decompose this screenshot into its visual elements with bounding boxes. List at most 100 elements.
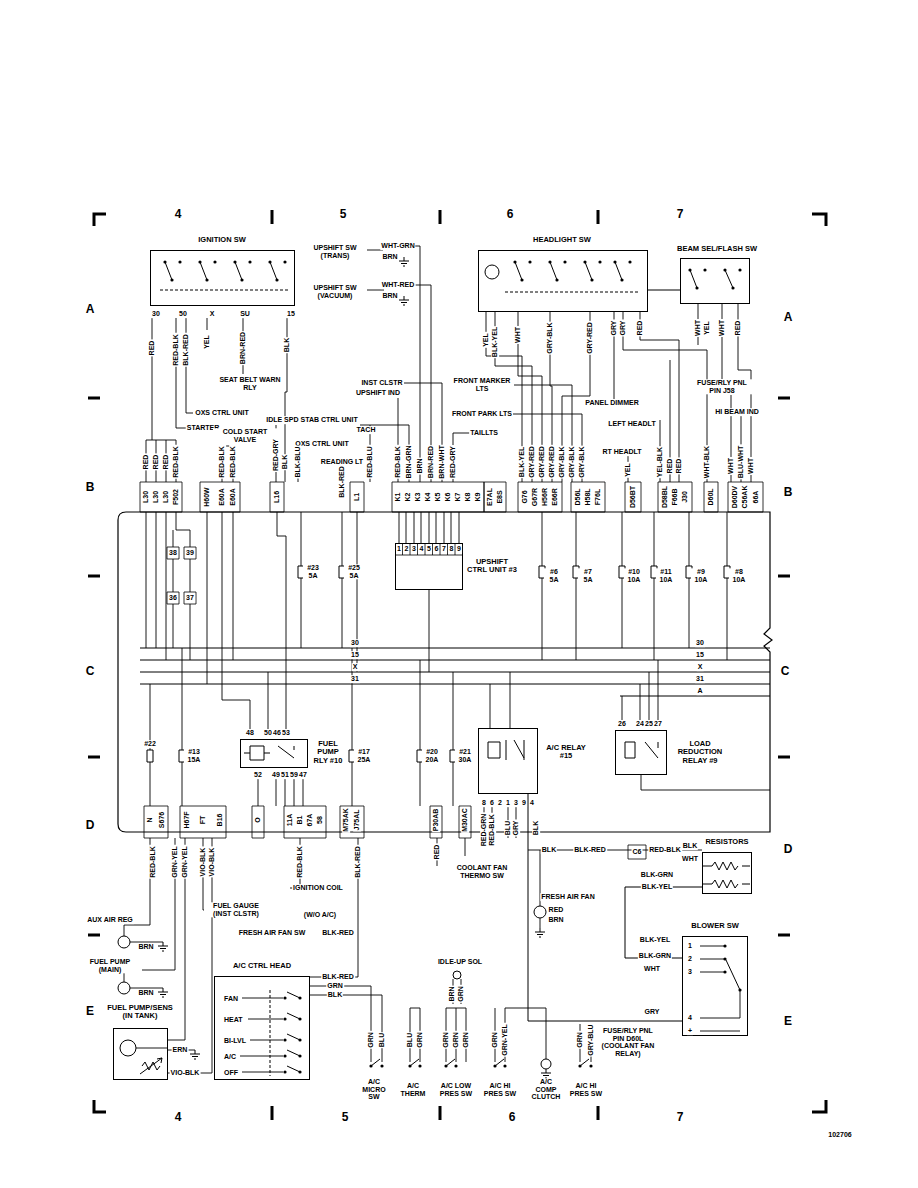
pin-number: 8 (449, 545, 455, 553)
component-callout: UPSHIFT SW (TRANS) (303, 244, 367, 259)
fuse-number: #22 (143, 740, 157, 748)
wire-color: BLU-WHT (737, 445, 745, 480)
pin-number: 1 (396, 545, 402, 553)
zone-marker: E (85, 1005, 95, 1018)
wire-color: GRN (442, 1031, 450, 1049)
fuse-number: #8 10A (729, 568, 749, 583)
wire-color: BLK-RED (354, 845, 362, 879)
bus-name: A (696, 687, 703, 695)
wire-color: RED-GRY (449, 445, 457, 479)
wire-color: RED (636, 320, 644, 337)
pin-number: 9 (456, 545, 462, 553)
component-heading: FUEL PUMP RLY #10 (309, 740, 347, 765)
sender-resistor (140, 1058, 162, 1074)
pin-name: E66R (551, 487, 559, 507)
motor-symbol (118, 982, 130, 994)
bus-name: X (352, 663, 359, 671)
zone-marker: 5 (339, 208, 348, 221)
wire-color: GRY-BLK (558, 445, 566, 478)
component-heading: RESISTORS (704, 838, 749, 846)
pin-name: K9 (474, 492, 482, 503)
component-heading: UPSHIFT CTRL UNIT #3 (466, 558, 518, 575)
wire-color: BRN (416, 457, 424, 474)
pin-number: 3 (513, 799, 519, 807)
fuse-number: #20 20A (422, 748, 442, 763)
pin-name: M75AK (342, 807, 350, 833)
zone-marker: 7 (676, 1111, 685, 1124)
pin-name: E60A (229, 487, 237, 507)
pin-number: 2 (497, 799, 503, 807)
wire-color: RED (675, 458, 683, 475)
connector-outline (140, 482, 763, 859)
wire-color: BLU (406, 1032, 414, 1048)
wire-color: VIO-BLK (208, 847, 216, 878)
lamp-symbol (485, 265, 499, 279)
pin-number: 26 (617, 720, 627, 728)
wire-note: WHT (643, 965, 661, 973)
pin-name: E60A (218, 487, 226, 507)
wire-color: GRN-YEL (171, 845, 179, 879)
zone-marker: 4 (174, 1111, 183, 1124)
wire-color: RED-BLK (149, 845, 157, 879)
resistor-block: RESISTORS (702, 852, 752, 894)
bus-name: 30 (350, 639, 360, 647)
wire-note: C6 (632, 848, 643, 856)
pin-name: K1 (394, 492, 402, 503)
wire-note: FRESH AIR FAN SW (238, 929, 307, 937)
wire-color: BLK-RED (338, 465, 346, 499)
wire-color: WHT (747, 457, 755, 475)
wire-color: RED (142, 454, 150, 471)
wire-color: YEL (703, 320, 711, 336)
fuse-number: #23 5A (303, 564, 323, 579)
zone-marker: 102706 (827, 1131, 852, 1139)
wire-note: IDLE-UP SOL (437, 958, 483, 966)
wire-color: GRN (491, 1031, 499, 1049)
wire-color: GRN (452, 1031, 460, 1049)
component-callout: IDLE SPD STAB CTRL UNIT (265, 416, 359, 424)
switch-name: A/C MICRO SW (356, 1078, 392, 1101)
pin-number: 2 (687, 955, 693, 963)
pin-name: L1 (353, 492, 361, 502)
pin-number: 8 (481, 799, 487, 807)
component-heading: HEADLIGHT SW (532, 236, 592, 244)
wire-color: BLK (281, 454, 289, 470)
wire-color: YEL (482, 332, 490, 348)
terminal-number: 30 (151, 310, 161, 318)
wire-color: RED-BLK (172, 333, 180, 367)
fuse-number: #11 10A (656, 568, 676, 583)
zone-marker: A (85, 303, 96, 316)
pin-number: 52 (253, 771, 263, 779)
component-callout: FRONT MARKER LTS (450, 377, 514, 392)
wire-note: BLK-RED (573, 846, 607, 854)
zone-marker: C (85, 665, 96, 678)
switch-dashed-link (160, 290, 640, 1076)
pin-name: C56AK (741, 485, 749, 510)
component-heading: BEAM SEL/FLASH SW (676, 245, 758, 253)
wire-note: FUEL PUMP (MAIN) (78, 958, 142, 973)
pin-name: M30AC (461, 807, 469, 833)
wire-note: BLK-GRN (638, 952, 672, 960)
wire-color: RED-BLK (488, 813, 496, 847)
wire-color: BLK (283, 337, 291, 353)
pin-number: 6 (434, 545, 440, 553)
component-callout: SEAT BELT WARN RLY (218, 376, 282, 391)
wire-color: BRN (381, 253, 398, 261)
relay-box: A/C RELAY #15 (478, 728, 538, 794)
wire-color: BRN-GRN (405, 444, 413, 479)
control-position: HEAT (223, 1016, 244, 1024)
zone-marker: 7 (676, 208, 685, 221)
connector-number: 37 (185, 594, 195, 602)
ground-symbol (399, 257, 409, 266)
wire-note: GRN (457, 985, 465, 1003)
pin-number: 9 (521, 799, 527, 807)
wire (124, 838, 740, 1073)
wire-color: RED (734, 320, 742, 337)
wire-note: (W/O A/C) (303, 911, 337, 919)
fuse-number: #10 10A (624, 568, 644, 583)
pin-name: H58L (584, 487, 592, 506)
wire-color: GRY-RED (538, 445, 546, 479)
switch-name: A/C HI PRES SW (482, 1082, 518, 1097)
wire-note: VIO-BLK (170, 1069, 201, 1077)
wire-note: BLK-YEL (641, 883, 673, 891)
zone-marker: E (783, 1015, 793, 1028)
